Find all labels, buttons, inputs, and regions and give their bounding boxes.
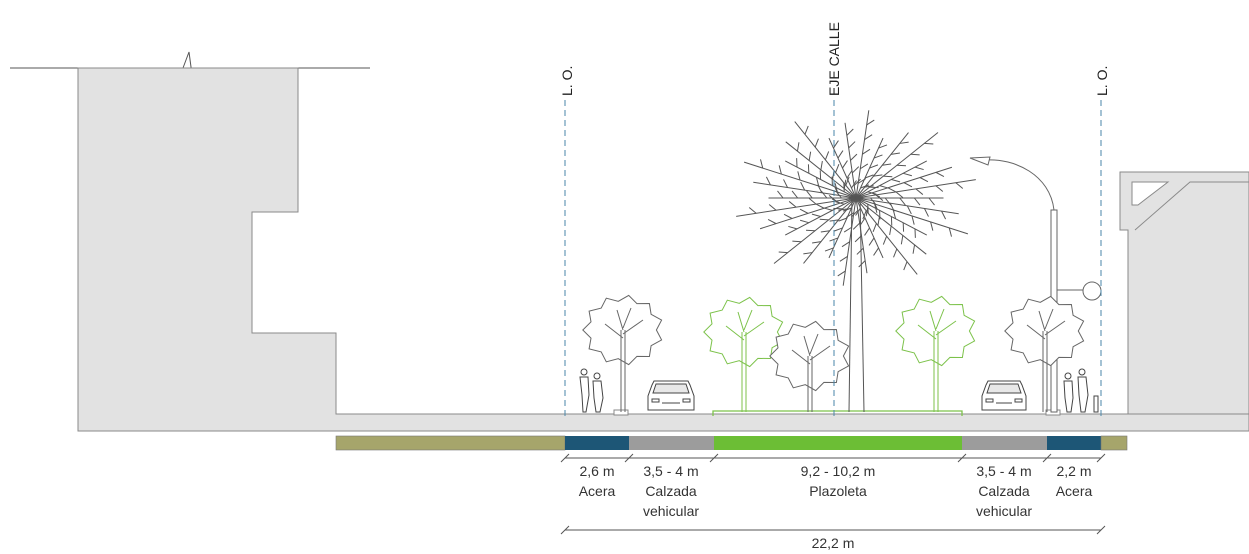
car-right — [981, 380, 1027, 411]
roadway-band-left — [629, 436, 714, 450]
tree-left-sidewalk — [582, 294, 663, 412]
roadway-band-right — [962, 436, 1047, 450]
tree-plaza-small — [769, 320, 850, 412]
street-axis-label: EJE CALLE — [826, 22, 842, 96]
segment-4-name-line2: vehicular — [976, 503, 1032, 519]
segment-2-name: Calzada — [645, 483, 697, 499]
total-width-label: 22,2 m — [812, 535, 855, 551]
right-building — [1119, 171, 1249, 415]
tree-plaza-green-left — [703, 296, 784, 412]
segment-5-name: Acera — [1056, 483, 1093, 499]
sidewalk-band-left — [565, 436, 629, 450]
private-lot-band — [335, 435, 566, 451]
left-building — [10, 51, 1249, 432]
segment-2-name-line2: vehicular — [643, 503, 699, 519]
private-lot-band-right — [1100, 435, 1128, 451]
sidewalk-band-right — [1047, 436, 1101, 450]
reference-lines — [564, 100, 1102, 418]
segment-3-name: Plazoleta — [809, 483, 867, 499]
tree-plaza-green-right — [895, 295, 976, 412]
car-left — [647, 380, 695, 411]
segment-1-name: Acera — [579, 483, 616, 499]
dimension-lines — [560, 453, 1106, 535]
trees — [582, 294, 1085, 412]
segment-4-name: Calzada — [978, 483, 1030, 499]
pedestrians-right — [1063, 368, 1099, 413]
plaza-band — [714, 436, 962, 450]
tree-right-sidewalk — [1004, 295, 1085, 412]
zone-band — [335, 435, 1128, 451]
segment-3-dimension: 9,2 - 10,2 m — [801, 463, 876, 479]
palm-tree — [736, 110, 976, 413]
segment-4-dimension: 3,5 - 4 m — [976, 463, 1031, 479]
segment-labels: 2,6 m Acera 3,5 - 4 m Calzada vehicular … — [579, 463, 1093, 551]
right-property-line-label: L. O. — [1094, 66, 1110, 96]
segment-2-dimension: 3,5 - 4 m — [643, 463, 698, 479]
left-property-line-label: L. O. — [559, 66, 575, 96]
segment-5-dimension: 2,2 m — [1056, 463, 1091, 479]
pedestrians-left — [579, 368, 604, 413]
segment-1-dimension: 2,6 m — [579, 463, 614, 479]
